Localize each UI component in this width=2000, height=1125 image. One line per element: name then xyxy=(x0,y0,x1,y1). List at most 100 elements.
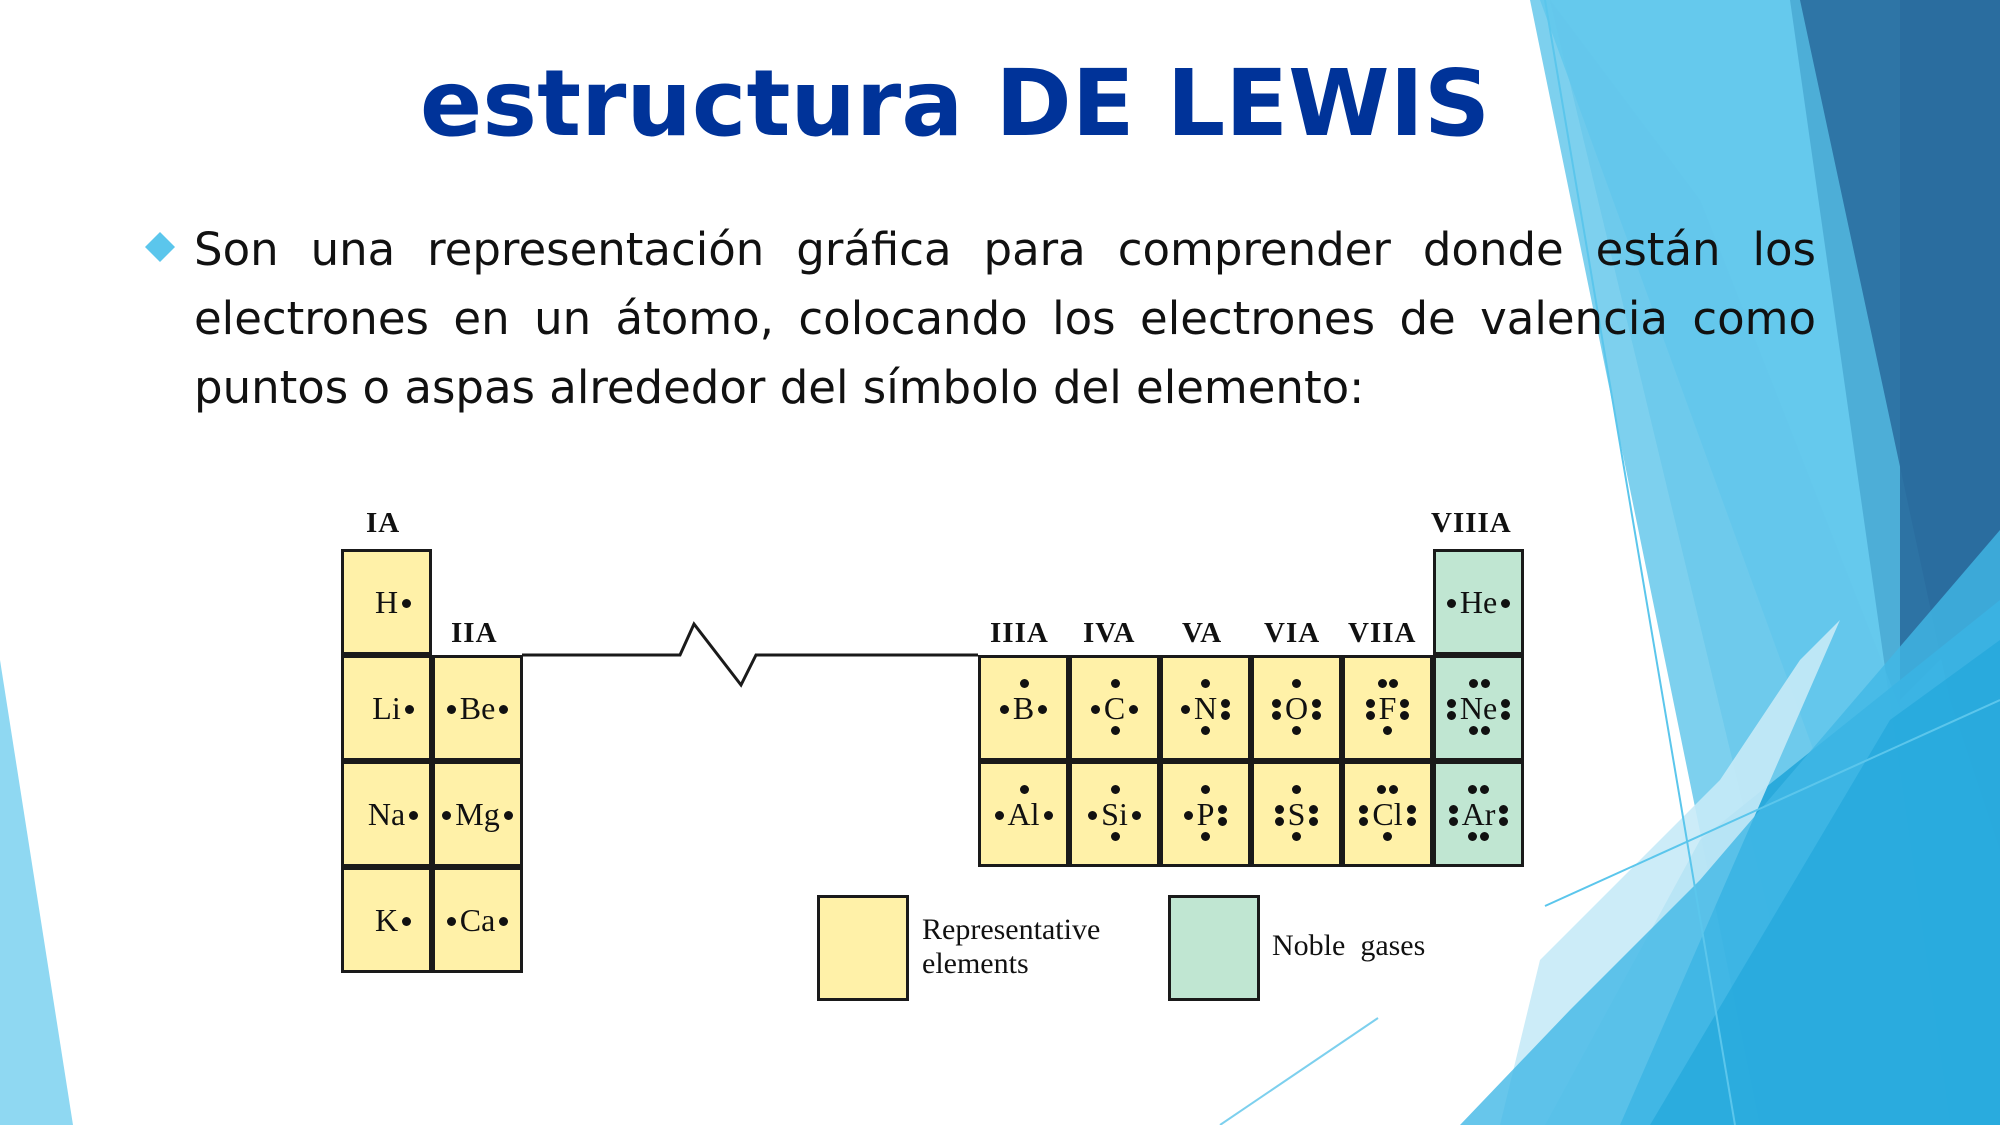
electron-dot xyxy=(1019,679,1029,688)
electron-dot xyxy=(442,811,452,820)
element-cell-be: Be xyxy=(432,655,523,761)
element-cell-b: B xyxy=(978,655,1069,761)
lewis-symbol: Mg xyxy=(442,796,513,832)
lewis-symbol: F xyxy=(1365,679,1410,735)
element-symbol: Mg xyxy=(455,796,500,832)
element-cell-al: Al xyxy=(978,761,1069,867)
electron-dot xyxy=(499,917,509,926)
electron-dot xyxy=(1292,726,1302,735)
electron-dot xyxy=(1389,785,1399,794)
electron-dot xyxy=(1448,805,1458,814)
electron-dot xyxy=(446,917,456,926)
element-symbol: C xyxy=(1103,690,1126,726)
electron-dot xyxy=(1131,811,1141,820)
lewis-symbol: O xyxy=(1271,679,1322,735)
element-cell-li: Li xyxy=(341,655,432,761)
electron-dot xyxy=(1309,817,1319,826)
electron-dot xyxy=(1309,805,1319,814)
electron-dot xyxy=(1406,805,1416,814)
bullet-text: Son una representación gráfica para comp… xyxy=(194,223,1816,414)
electron-dot xyxy=(1274,817,1284,826)
electron-dot xyxy=(1365,711,1375,720)
legend-swatch-noble xyxy=(1168,895,1260,1001)
element-cell-o: O xyxy=(1251,655,1342,761)
electron-dot xyxy=(1129,705,1139,714)
element-symbol: B xyxy=(1012,690,1035,726)
electron-dot xyxy=(1088,811,1098,820)
electron-dot xyxy=(1480,785,1490,794)
group-label-iva: IVA xyxy=(1083,617,1136,649)
electron-dot xyxy=(1480,832,1490,841)
electron-dot xyxy=(1468,832,1478,841)
legend-label-line: Noble gases xyxy=(1272,929,1426,962)
element-symbol: P xyxy=(1196,796,1215,832)
electron-dot xyxy=(1043,811,1053,820)
element-symbol: N xyxy=(1193,690,1218,726)
electron-dot xyxy=(1406,817,1416,826)
electron-dot xyxy=(1383,726,1393,735)
element-cell-ne: Ne xyxy=(1433,655,1524,761)
group-label-viia: VIIA xyxy=(1348,617,1417,649)
electron-dot xyxy=(1110,832,1120,841)
element-cell-k: K xyxy=(341,867,432,973)
electron-dot xyxy=(1292,832,1302,841)
electron-dot xyxy=(1501,599,1511,608)
electron-dot xyxy=(1377,785,1387,794)
lewis-symbol: S xyxy=(1274,785,1319,841)
lewis-symbol: Na xyxy=(367,796,419,832)
electron-dot xyxy=(1292,785,1302,794)
electron-dot xyxy=(1312,699,1322,708)
element-cell-s: S xyxy=(1251,761,1342,867)
electron-dot xyxy=(1468,726,1478,735)
lewis-symbol: Ne xyxy=(1446,679,1511,735)
electron-dot xyxy=(1201,832,1211,841)
electron-dot xyxy=(1090,705,1100,714)
element-symbol: Be xyxy=(459,690,496,726)
electron-dot xyxy=(1038,705,1048,714)
lewis-symbol: K xyxy=(374,902,412,938)
electron-dot xyxy=(1218,817,1228,826)
element-cell-n: N xyxy=(1160,655,1251,761)
electron-dot xyxy=(1110,785,1120,794)
lewis-symbol: N xyxy=(1180,679,1231,735)
electron-dot xyxy=(1400,699,1410,708)
element-symbol: Cl xyxy=(1372,796,1403,832)
legend-label-line: Representative xyxy=(922,913,1101,946)
electron-dot xyxy=(499,705,509,714)
group-label-ia: IA xyxy=(366,507,401,539)
element-symbol: He xyxy=(1459,584,1498,620)
element-symbol: Si xyxy=(1101,796,1128,832)
electron-dot xyxy=(1499,817,1509,826)
electron-dot xyxy=(999,705,1009,714)
electron-dot xyxy=(1448,817,1458,826)
electron-dot xyxy=(1468,679,1478,688)
element-cell-ca: Ca xyxy=(432,867,523,973)
electron-dot xyxy=(1221,711,1231,720)
electron-dot xyxy=(1446,699,1456,708)
electron-dot xyxy=(1480,679,1490,688)
element-symbol: H xyxy=(374,584,399,620)
electron-dot xyxy=(1501,711,1511,720)
element-cell-p: P xyxy=(1160,761,1251,867)
element-cell-f: F xyxy=(1342,655,1433,761)
lewis-symbol: Al xyxy=(994,785,1053,832)
group-label-iia: IIA xyxy=(451,617,498,649)
electron-dot xyxy=(1221,699,1231,708)
electron-dot xyxy=(1359,817,1369,826)
element-symbol: K xyxy=(374,902,399,938)
diamond-bullet-icon xyxy=(145,232,175,262)
lewis-symbol: Cl xyxy=(1359,785,1416,841)
electron-dot xyxy=(1183,811,1193,820)
lewis-symbol: Be xyxy=(446,690,509,726)
lewis-symbol: Li xyxy=(372,692,414,724)
element-symbol: Al xyxy=(1007,796,1040,832)
electron-dot xyxy=(1201,679,1211,688)
group-label-iiia: IIIA xyxy=(990,617,1049,649)
electron-dot xyxy=(1480,726,1490,735)
lewis-symbol: C xyxy=(1090,679,1139,735)
element-symbol: Na xyxy=(367,796,406,832)
element-symbol: O xyxy=(1284,690,1309,726)
lewis-symbol: B xyxy=(999,679,1048,726)
